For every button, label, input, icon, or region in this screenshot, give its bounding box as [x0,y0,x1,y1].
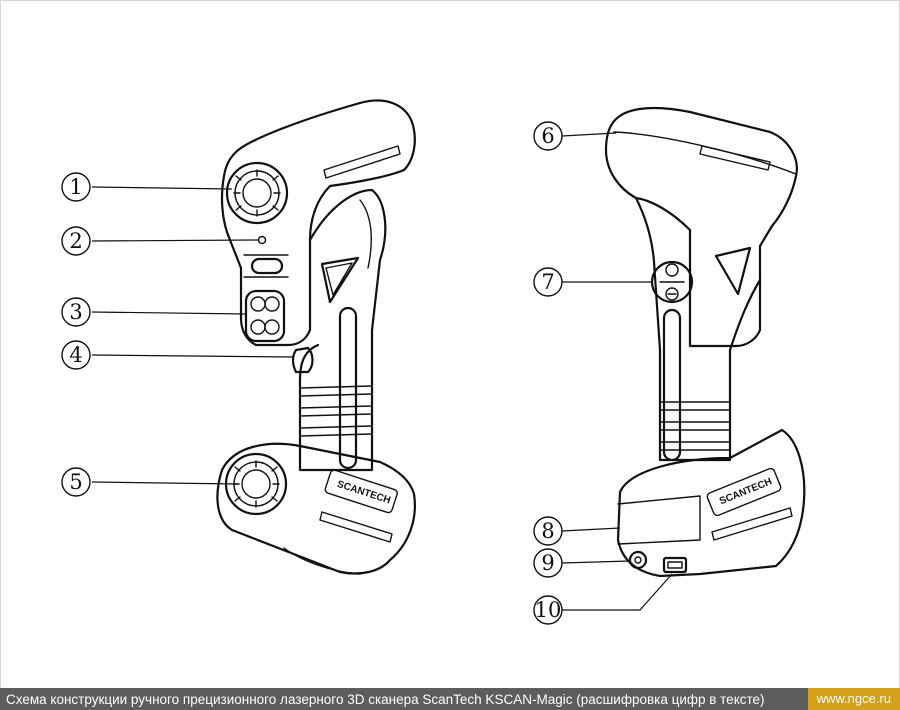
svg-text:1: 1 [69,175,82,199]
svg-text:7: 7 [541,270,554,294]
svg-text:2: 2 [69,229,82,253]
caption-text: Схема конструкции ручного прецизионного … [6,691,765,707]
caption-bar: Схема конструкции ручного прецизионного … [0,688,900,710]
svg-text:3: 3 [69,300,82,324]
left-lower-camera [224,452,288,516]
left-bottom-grip-ridge [319,511,393,543]
right-top-strap [613,131,797,175]
callout-3: 3 [61,297,247,327]
callout-2: 2 [61,226,259,256]
right-handle-slot [662,308,682,462]
left-top-head-outline [220,99,416,347]
left-bottom-head [216,442,416,575]
svg-text:8: 8 [541,519,554,543]
left-handle-slot [338,306,358,470]
left-scanner-front-view: SCANTECH [216,99,416,575]
callouts-right: 6 7 8 9 10 [533,121,673,625]
left-vent-triangle [320,256,360,304]
scanner-diagram: SCANTECH SCANTECH [61,99,806,625]
right-base-cover [617,495,701,545]
left-upper-camera [225,161,289,225]
right-button-panel [650,260,694,304]
callout-4: 4 [61,340,295,370]
site-link[interactable]: www.ngce.ru [807,688,900,710]
callouts-left: 1 2 3 4 5 [61,172,295,497]
left-indicator-light [257,235,267,245]
left-top-grip-ridge [323,145,401,179]
left-laser-window [244,289,286,343]
svg-text:4: 4 [69,343,82,367]
right-vent-triangle [714,246,752,296]
right-top-head [604,106,798,348]
right-usb-port [662,556,688,574]
svg-text:5: 5 [69,470,82,494]
right-scanner-rear-view: SCANTECH [604,106,806,578]
callout-10: 10 [533,573,673,625]
left-oval-badge [250,257,284,275]
svg-text:9: 9 [541,551,554,575]
right-base-block [616,428,806,578]
svg-text:6: 6 [541,124,554,148]
callout-7: 7 [533,267,652,297]
callout-9: 9 [533,548,631,578]
right-handle [634,196,762,462]
left-handle [298,188,387,472]
right-power-port [628,550,648,570]
callout-5: 5 [61,467,239,497]
callout-1: 1 [61,172,233,202]
callout-6: 6 [533,121,617,151]
callout-8: 8 [533,516,621,546]
right-brand-label: SCANTECH [718,476,774,507]
left-logo-plate: SCANTECH [324,469,398,514]
svg-text:10: 10 [535,598,562,622]
left-brand-label: SCANTECH [336,479,392,507]
right-logo-plate: SCANTECH [706,467,782,517]
